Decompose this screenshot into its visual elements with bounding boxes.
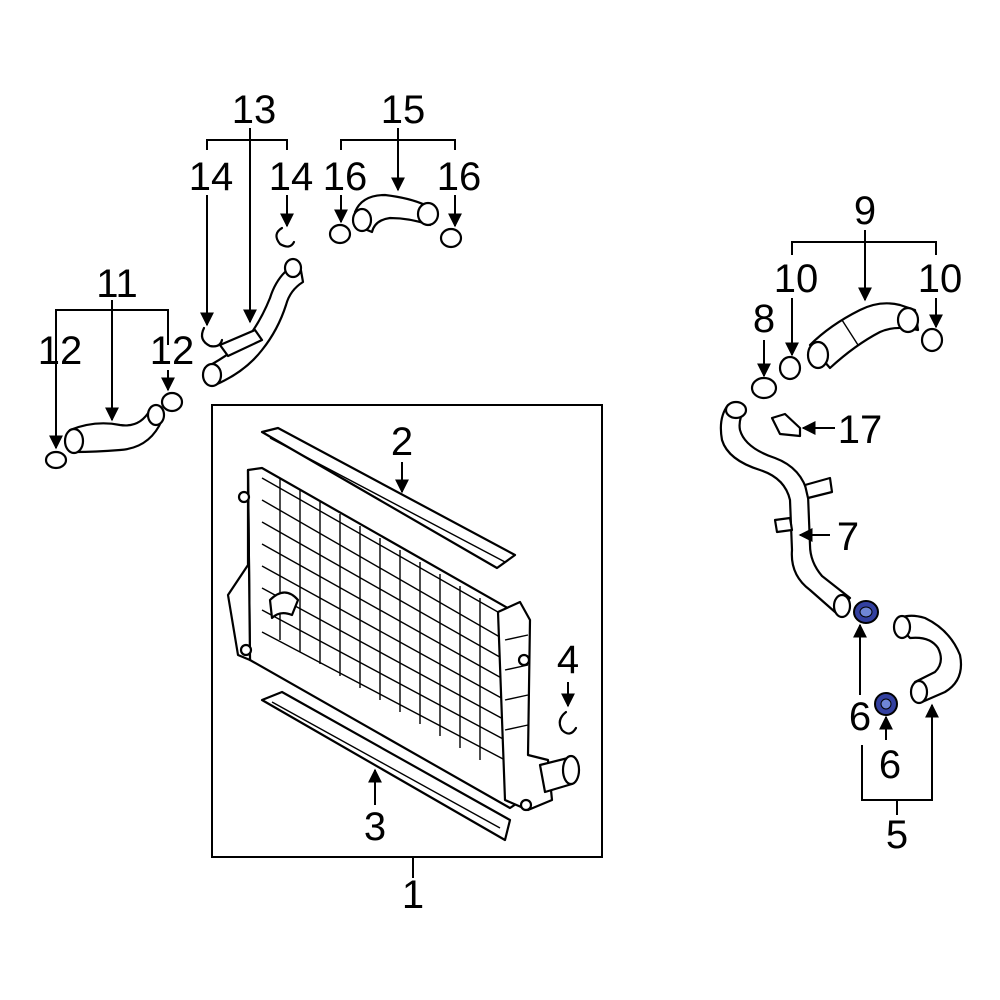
callout-3: 3 xyxy=(364,805,386,849)
upper-seal-strip xyxy=(260,426,517,570)
callout-9: 9 xyxy=(854,189,876,233)
clip-14-right xyxy=(275,226,296,248)
intercooler-assembly-box xyxy=(211,404,603,858)
callout-13: 13 xyxy=(232,88,277,132)
seal-ring-6-upper xyxy=(853,600,879,624)
callout-2: 2 xyxy=(391,420,413,464)
clip-4 xyxy=(558,710,578,735)
pipe-7 xyxy=(719,400,852,619)
callout-12-left: 12 xyxy=(38,329,83,373)
seal-ring-6-lower xyxy=(874,692,898,716)
seal-ring-16-right xyxy=(439,227,463,249)
seal-ring-12-left xyxy=(44,450,68,470)
callout-10-left: 10 xyxy=(774,257,819,301)
callout-12-right: 12 xyxy=(150,329,195,373)
callout-6-lower: 6 xyxy=(879,743,901,787)
callout-5: 5 xyxy=(886,813,908,857)
bracket-17 xyxy=(770,412,802,438)
callout-14-left: 14 xyxy=(189,155,234,199)
callout-16-left: 16 xyxy=(323,155,368,199)
callout-14-right: 14 xyxy=(269,155,314,199)
callout-15: 15 xyxy=(381,88,426,132)
intercooler-core xyxy=(226,466,581,812)
clamp-8 xyxy=(750,376,778,400)
clip-14-left xyxy=(200,326,224,348)
lower-seal-strip xyxy=(260,690,512,842)
callout-16-right: 16 xyxy=(437,155,482,199)
callout-4: 4 xyxy=(557,638,579,682)
callout-6-upper: 6 xyxy=(849,695,871,739)
hose-9 xyxy=(806,302,920,370)
callout-10-right: 10 xyxy=(918,257,963,301)
callout-7: 7 xyxy=(837,515,859,559)
seal-ring-10-left xyxy=(778,355,802,381)
hose-11 xyxy=(63,403,166,455)
hose-15 xyxy=(351,193,440,234)
hose-5 xyxy=(892,614,963,705)
seal-ring-10-right xyxy=(920,327,944,353)
hose-13 xyxy=(201,257,305,388)
seal-ring-12-right xyxy=(160,391,184,413)
callout-11: 11 xyxy=(96,262,138,306)
seal-ring-16-left xyxy=(328,223,352,245)
callout-8: 8 xyxy=(753,297,775,341)
callout-1: 1 xyxy=(402,873,424,917)
callout-17: 17 xyxy=(838,408,883,452)
